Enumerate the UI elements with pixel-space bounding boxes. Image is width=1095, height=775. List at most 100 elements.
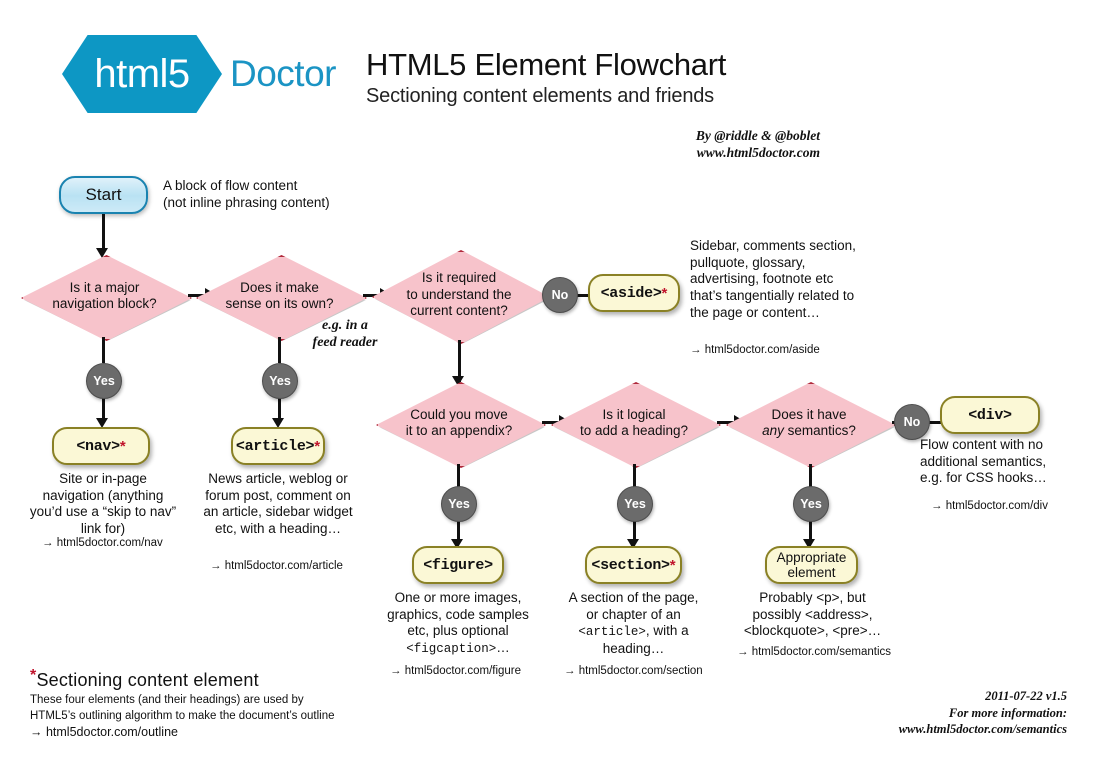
result-section-desc-line2: or chapter of an	[586, 606, 681, 622]
decision-logical-to-add-heading-label: Is it logical to add a heading?	[572, 407, 696, 440]
decision-has-any-semantics-label: Does it have any semantics?	[754, 407, 864, 440]
connector-no-badge-to-div	[928, 421, 946, 424]
connector-heading-to-yes	[633, 464, 636, 490]
footer-more-info: For more information:	[948, 705, 1067, 720]
result-section-description: A section of the page, or chapter of an …	[556, 590, 711, 658]
badge-yes-article: Yes	[262, 363, 298, 399]
result-appropriate-description: Probably <p>, but possibly <address>, <b…	[730, 590, 895, 640]
footer-url: www.html5doctor.com/semantics	[898, 722, 1067, 736]
result-aside-description: Sidebar, comments section, pullquote, gl…	[690, 238, 856, 320]
result-figure: <figure>	[412, 546, 504, 584]
badge-no-required: No	[542, 277, 578, 313]
result-appropriate-label: Appropriate element	[777, 550, 847, 580]
result-section-desc-line4: heading…	[602, 640, 665, 656]
result-article-description: News article, weblog or forum post, comm…	[203, 471, 353, 537]
result-figure-desc-line4: <figcaption>…	[378, 640, 538, 658]
result-article-code: <article>	[235, 437, 315, 455]
connector-sense-no-to-required	[363, 294, 382, 297]
result-figure-code: <figure>	[423, 556, 493, 574]
connector-nav-question-to-yes	[102, 337, 105, 363]
decision-logical-to-add-heading: Is it logical to add a heading?	[551, 382, 721, 468]
result-section-desc-line3-rest: , with a	[645, 623, 689, 639]
connector-yes-to-appropriate-result	[809, 520, 812, 542]
connector-required-to-appendix	[458, 340, 461, 382]
q-semantics-any-italic: any	[762, 423, 784, 438]
connector-heading-no-to-semantics	[717, 421, 736, 424]
page-title: HTML5 Element Flowchart	[366, 47, 727, 82]
decision-sense-on-its-own-label: Does it make sense on its own?	[217, 280, 341, 313]
legend-link[interactable]: → html5doctor.com/outline	[30, 725, 178, 740]
q-required-line2: to understand the	[406, 286, 512, 302]
result-section-desc-mono: <article>	[578, 625, 646, 640]
result-div-desc-line3: e.g. for CSS hooks…	[920, 470, 1047, 486]
logo-doctor-text: Doctor	[230, 53, 336, 94]
byline: By @riddle & @boblet www.html5doctor.com	[560, 127, 820, 162]
decision-required-to-understand-label: Is it required to understand the current…	[398, 270, 519, 319]
result-section-link[interactable]: → html5doctor.com/section	[564, 665, 703, 677]
q-semantics-line2: any semantics?	[762, 423, 856, 439]
start-note-line1: A block of flow content	[163, 178, 298, 193]
feed-reader-note-line2: feed reader	[312, 334, 378, 350]
decision-move-to-appendix-label: Could you move it to an appendix?	[398, 407, 521, 440]
logo-hexagon-shape	[62, 35, 222, 113]
q-semantics-line2-rest: semantics?	[783, 423, 856, 438]
decision-major-navigation-block: Is it a major navigation block?	[21, 255, 192, 341]
result-appropriate-link[interactable]: → html5doctor.com/semantics	[737, 646, 892, 658]
legend-body-line2: HTML5’s outlining algorithm to make the …	[30, 709, 335, 722]
connector-sense-question-to-yes	[278, 337, 281, 363]
result-appropriate-desc-line1: Probably <p>, but	[759, 590, 866, 605]
legend-block: *Sectioning content element These four e…	[30, 668, 450, 740]
result-div-desc-line2: additional semantics,	[920, 453, 1047, 469]
badge-yes-label: Yes	[800, 497, 822, 511]
node-start: Start	[59, 176, 148, 214]
badge-yes-appropriate: Yes	[793, 486, 829, 522]
arrowhead-yes-to-section-result	[627, 539, 639, 549]
badge-no-label: No	[903, 415, 921, 429]
result-figure-desc-line1: One or more images,	[394, 590, 522, 605]
byline-authors: By @riddle & @boblet	[695, 128, 820, 143]
result-section: <section>*	[585, 546, 682, 584]
title-block: HTML5 Element Flowchart Sectioning conte…	[366, 47, 836, 108]
result-div-link[interactable]: → html5doctor.com/div	[931, 500, 1048, 512]
result-figure-desc-line3: etc, plus optional	[407, 623, 509, 639]
connector-start-to-nav-question	[102, 214, 105, 250]
decision-major-navigation-block-label: Is it a major navigation block?	[44, 280, 164, 313]
connector-semantics-to-yes	[809, 464, 812, 490]
q-required-line1: Is it required	[421, 270, 497, 286]
byline-site: www.html5doctor.com	[696, 145, 820, 161]
result-appropriate-line2: element	[787, 565, 836, 580]
arrowhead-yes-to-nav-result	[96, 418, 108, 428]
result-figure-desc-line2: graphics, code samples	[387, 606, 529, 622]
connector-yes-to-article-result	[278, 397, 281, 421]
connector-yes-to-section-result	[633, 520, 636, 542]
connector-appendix-to-yes	[457, 464, 460, 490]
q-nav-line2: navigation block?	[52, 296, 157, 311]
start-note: A block of flow content (not inline phra…	[163, 178, 383, 211]
connector-yes-to-figure-result	[457, 520, 460, 542]
result-aside-code: <aside>	[600, 284, 662, 302]
badge-yes-section: Yes	[617, 486, 653, 522]
badge-yes-label: Yes	[93, 374, 115, 388]
result-nav-link[interactable]: → html5doctor.com/nav	[42, 537, 163, 549]
result-nav: <nav>*	[52, 427, 150, 465]
result-section-desc-line1: A section of the page,	[568, 590, 699, 605]
start-note-line2: (not inline phrasing content)	[163, 194, 330, 210]
footer-version: 2011-07-22 v1.5	[985, 689, 1067, 703]
badge-no-semantics: No	[894, 404, 930, 440]
decision-has-any-semantics: Does it have any semantics?	[726, 382, 896, 468]
q-sense-line2: sense on its own?	[225, 296, 334, 311]
q-appendix-line1: Could you move	[410, 406, 508, 422]
result-aside-link[interactable]: → html5doctor.com/aside	[690, 344, 820, 356]
legend-body: These four elements (and their headings)…	[30, 693, 450, 724]
result-article-link[interactable]: → html5doctor.com/article	[210, 560, 343, 572]
result-appropriate-desc-line3: <blockquote>, <pre>…	[743, 623, 882, 639]
result-appropriate-desc-line2: possibly <address>,	[752, 606, 873, 622]
result-figure-description: One or more images, graphics, code sampl…	[378, 590, 538, 658]
arrowhead-required-to-appendix	[452, 376, 464, 386]
result-figure-link[interactable]: → html5doctor.com/figure	[390, 665, 522, 677]
result-section-code: <section>	[591, 556, 670, 574]
badge-yes-label: Yes	[269, 374, 291, 388]
result-nav-code: <nav>	[76, 437, 120, 455]
decision-required-to-understand: Is it required to understand the current…	[372, 250, 550, 344]
